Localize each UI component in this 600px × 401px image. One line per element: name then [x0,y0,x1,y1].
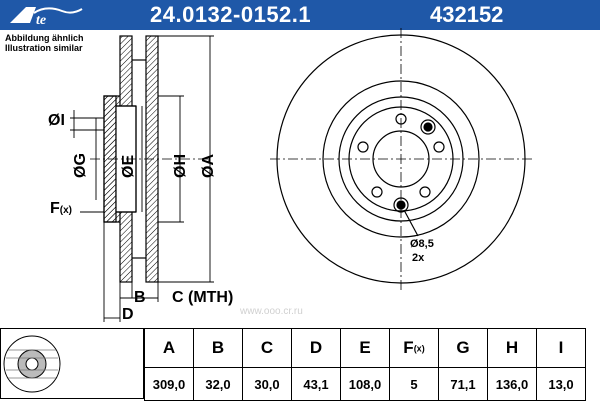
header-cell-a: A [144,328,194,368]
value-cell-f: 5 [389,367,439,401]
value-cell-a: 309,0 [144,367,194,401]
disc-front-view [270,28,535,290]
part-number: 24.0132-0152.1 [150,2,312,27]
value-cell-e: 108,0 [340,367,390,401]
ate-logo: te [10,7,83,27]
dim-label-D: D [122,306,134,323]
hole-count-label: 2x [412,252,425,264]
table-value-row: 309,0 32,0 30,0 43,1 108,0 5 71,1 136,0 … [144,367,586,401]
svg-text:te: te [36,13,46,27]
header-f-letter: F [403,338,414,357]
header-cell-h: H [487,328,537,368]
thumbnail-frame [0,328,144,399]
dim-label-G: ØG [72,153,89,178]
value-cell-b: 32,0 [193,367,243,401]
dimension-table: A B C D E F(x) G H I 309,0 32,0 30,0 43,… [144,328,586,401]
header-cell-d: D [291,328,341,368]
thumbnail-disc-icon [3,335,61,393]
hole-diameter-label: Ø8,5 [410,238,434,250]
table-header-row: A B C D E F(x) G H I [144,328,586,368]
value-cell-d: 43,1 [291,367,341,401]
illustration-note: Abbildung ähnlich Illustration similar [5,33,84,53]
value-cell-g: 71,1 [438,367,488,401]
dim-label-I: ØI [48,112,65,129]
dim-label-C: C (MTH) [172,289,234,306]
header-cell-e: E [340,328,390,368]
dim-label-F-letter: F [50,200,60,217]
header-f-sub: (x) [413,343,425,354]
header-cell-g: G [438,328,488,368]
catalog-code: 432152 [430,2,504,27]
header-cell-c: C [242,328,292,368]
dim-label-A: ØA [200,154,217,178]
disc-cross-section [90,35,210,283]
dim-label-B: B [134,289,146,306]
header-cell-i: I [536,328,586,368]
value-cell-h: 136,0 [487,367,537,401]
watermark: www.ooo.cr.ru [240,306,303,317]
dimension-lines [70,35,214,322]
header-bar: te 24.0132-0152.1 432152 [0,0,600,30]
dim-label-F: F(x) [50,200,72,218]
value-cell-i: 13,0 [536,367,586,401]
note-line-de: Abbildung ähnlich [5,33,84,43]
dim-label-H: ØH [172,154,189,178]
dim-label-F-sub: (x) [59,205,73,216]
note-line-en: Illustration similar [5,43,83,53]
dim-label-E: ØE [120,154,137,178]
value-cell-c: 30,0 [242,367,292,401]
header-cell-f: F(x) [389,328,439,368]
header-cell-b: B [193,328,243,368]
